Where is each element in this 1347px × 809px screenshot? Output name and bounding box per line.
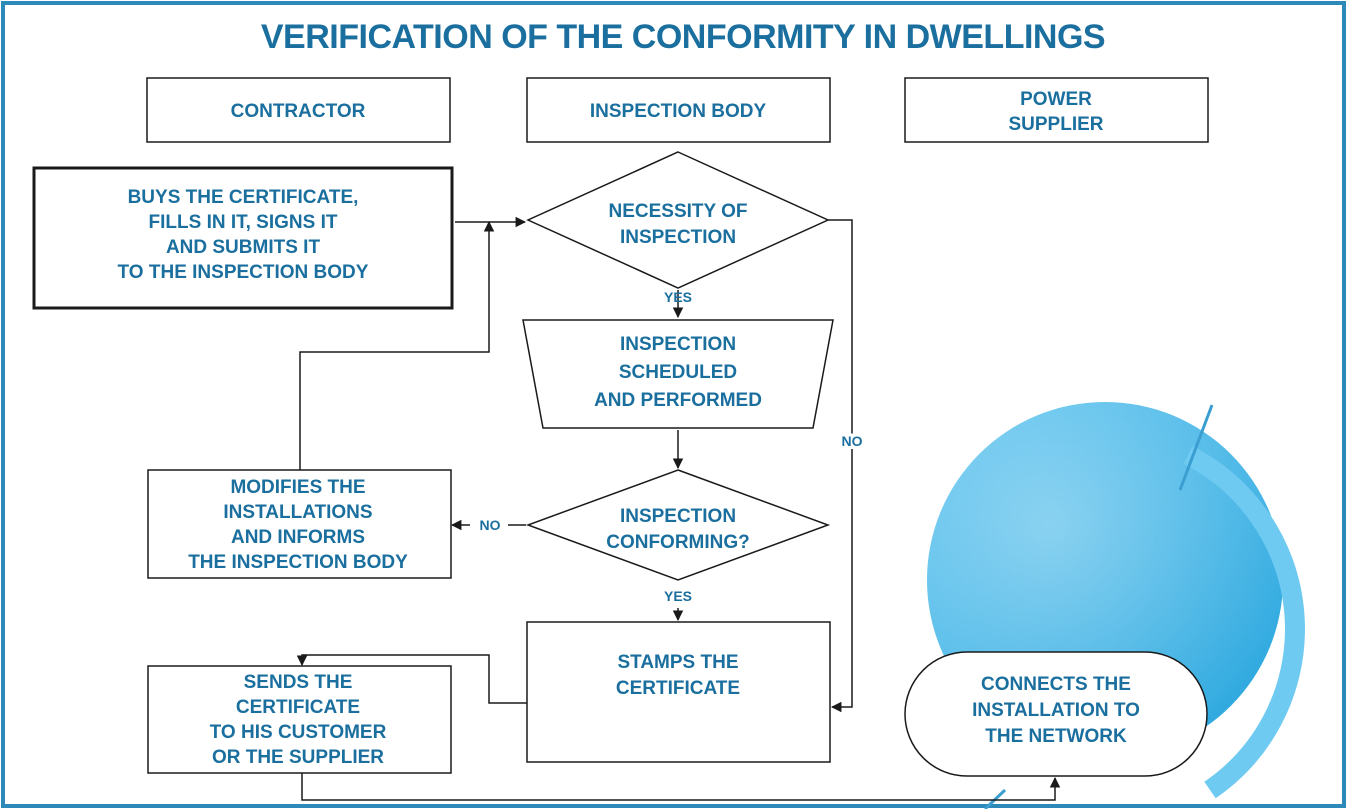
node-sends-certificate: SENDS THE CERTIFICATE TO HIS CUSTOMER OR… [147,665,452,774]
node-connects-line2: INSTALLATION TO [972,700,1140,721]
edge-label-no-right: NO [842,433,863,449]
header-inspection-body-label: INSPECTION BODY [590,101,767,122]
node-necessity-decision: NECESSITY OF INSPECTION [526,151,830,289]
node-buys-line4: TO THE INSPECTION BODY [118,262,369,283]
header-power-supplier-line1: POWER [1020,89,1092,110]
edge-label-yes-1: YES [664,289,692,305]
node-inspection-scheduled: INSPECTION SCHEDULED AND PERFORMED [522,319,834,429]
diagram-title: VERIFICATION OF THE CONFORMITY IN DWELLI… [261,18,1105,56]
node-scheduled-line3: AND PERFORMED [594,390,762,411]
node-buys-line1: BUYS THE CERTIFICATE, [128,187,359,208]
node-sends-line3: TO HIS CUSTOMER [210,722,387,743]
header-power-supplier: POWER SUPPLIER [904,77,1209,143]
edge-label-yes-2: YES [664,588,692,604]
node-conforming-decision: INSPECTION CONFORMING? [525,469,831,581]
header-power-supplier-line2: SUPPLIER [1008,114,1103,135]
node-connects-line1: CONNECTS THE [981,674,1131,695]
node-necessity-line1: NECESSITY OF [608,201,747,222]
node-scheduled-line2: SCHEDULED [619,362,737,383]
node-necessity-line2: INSPECTION [620,227,736,248]
node-modifies-line3: AND INFORMS [231,527,365,548]
node-stamps-line2: CERTIFICATE [616,678,740,699]
header-contractor-label: CONTRACTOR [231,101,366,122]
node-stamps-line1: STAMPS THE [617,652,738,673]
node-connects-line3: THE NETWORK [985,726,1127,747]
node-modifies-installations: MODIFIES THE INSTALLATIONS AND INFORMS T… [147,469,452,579]
node-buys-line2: FILLS IN IT, SIGNS IT [149,212,338,233]
node-sends-line1: SENDS THE [244,672,353,693]
node-sends-line2: CERTIFICATE [236,697,360,718]
node-sends-line4: OR THE SUPPLIER [212,747,384,768]
connectors [296,216,1061,801]
node-conforming-line1: INSPECTION [620,506,736,527]
node-buys-certificate: BUYS THE CERTIFICATE, FILLS IN IT, SIGNS… [32,166,454,310]
node-stamps-certificate: STAMPS THE CERTIFICATE [526,621,831,763]
node-modifies-line1: MODIFIES THE [230,477,365,498]
node-modifies-line4: THE INSPECTION BODY [188,552,408,573]
node-conforming-line2: CONFORMING? [606,532,750,553]
header-inspection-body: INSPECTION BODY [526,77,831,143]
node-buys-line3: AND SUBMITS IT [166,237,321,258]
node-connects-installation: CONNECTS THE INSTALLATION TO THE NETWORK [904,651,1208,777]
node-modifies-line2: INSTALLATIONS [223,502,372,523]
edge-label-no-left: NO [480,517,501,533]
node-scheduled-line1: INSPECTION [620,334,736,355]
header-contractor: CONTRACTOR [146,77,451,143]
